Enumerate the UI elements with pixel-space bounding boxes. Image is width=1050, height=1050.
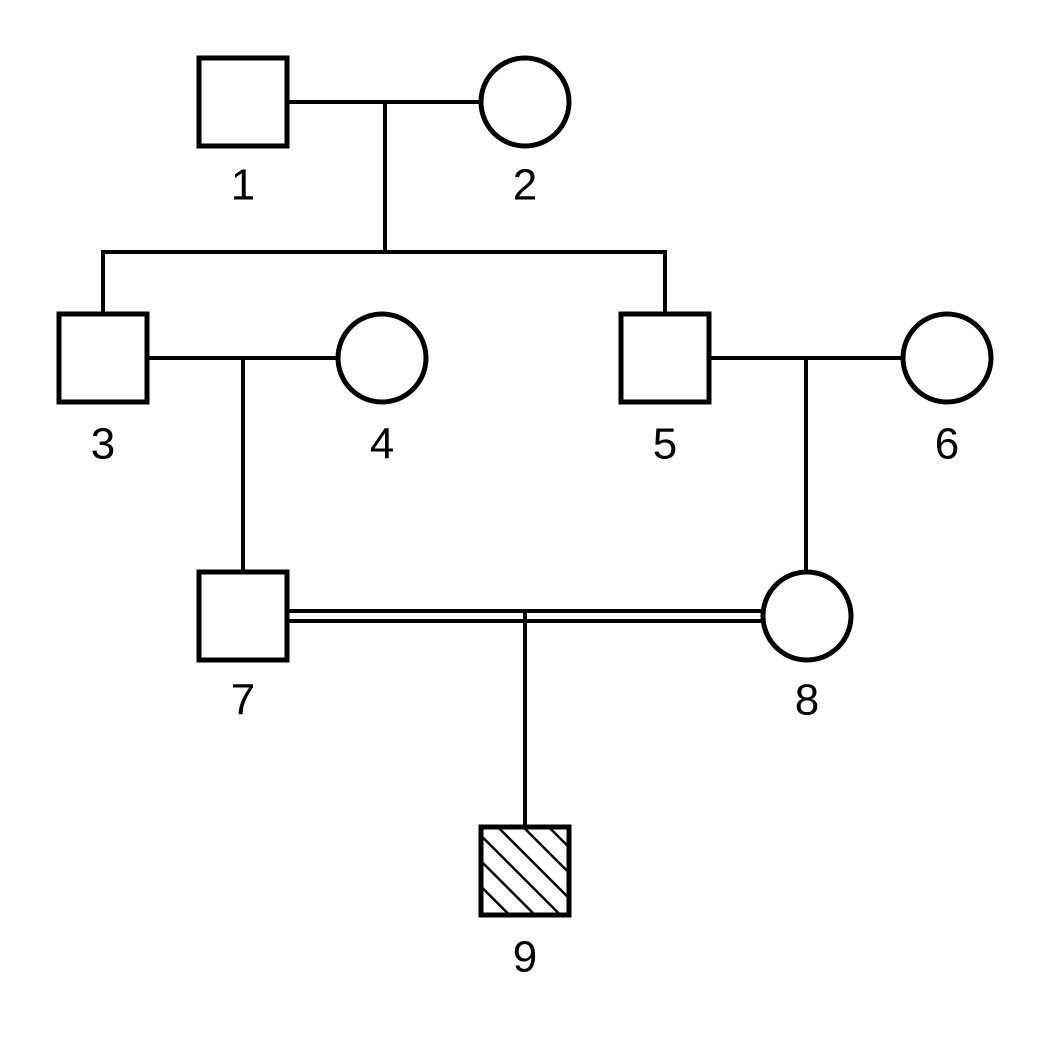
generation-1-group: 1 2 <box>196 55 572 252</box>
symbol-square-male[interactable] <box>56 311 150 405</box>
individual-label: 1 <box>231 161 255 210</box>
symbol-square-male[interactable] <box>196 55 290 149</box>
generation-4-group: 9 <box>478 824 572 982</box>
individual-label: 5 <box>653 420 677 469</box>
symbol-square-male[interactable] <box>196 569 290 663</box>
generation-3-group: 7 8 <box>196 569 854 827</box>
individual-1[interactable]: 1 <box>196 55 290 210</box>
symbol-square-male[interactable] <box>618 311 712 405</box>
individual-label: 3 <box>91 420 115 469</box>
individual-label: 6 <box>935 420 959 469</box>
individual-6[interactable]: 6 <box>900 311 994 469</box>
symbol-circle-female[interactable] <box>760 569 854 663</box>
sibship-bar-gen2-group <box>101 250 667 314</box>
individual-label: 9 <box>513 933 537 982</box>
individual-2[interactable]: 2 <box>478 55 572 210</box>
symbol-square-male-affected[interactable] <box>478 824 572 918</box>
individual-label: 8 <box>795 676 819 725</box>
individual-9[interactable]: 9 <box>478 824 572 982</box>
individual-8[interactable]: 8 <box>760 569 854 725</box>
symbol-circle-female[interactable] <box>335 311 429 405</box>
individual-label: 7 <box>231 676 255 725</box>
individual-7[interactable]: 7 <box>196 569 290 725</box>
individual-label: 4 <box>370 420 394 469</box>
individual-4[interactable]: 4 <box>335 311 429 469</box>
individual-5[interactable]: 5 <box>618 311 712 469</box>
symbol-circle-female[interactable] <box>900 311 994 405</box>
symbol-circle-female[interactable] <box>478 55 572 149</box>
generation-2-group: 3 4 5 6 <box>56 311 994 572</box>
individual-label: 2 <box>513 161 537 210</box>
individual-3[interactable]: 3 <box>56 311 150 469</box>
